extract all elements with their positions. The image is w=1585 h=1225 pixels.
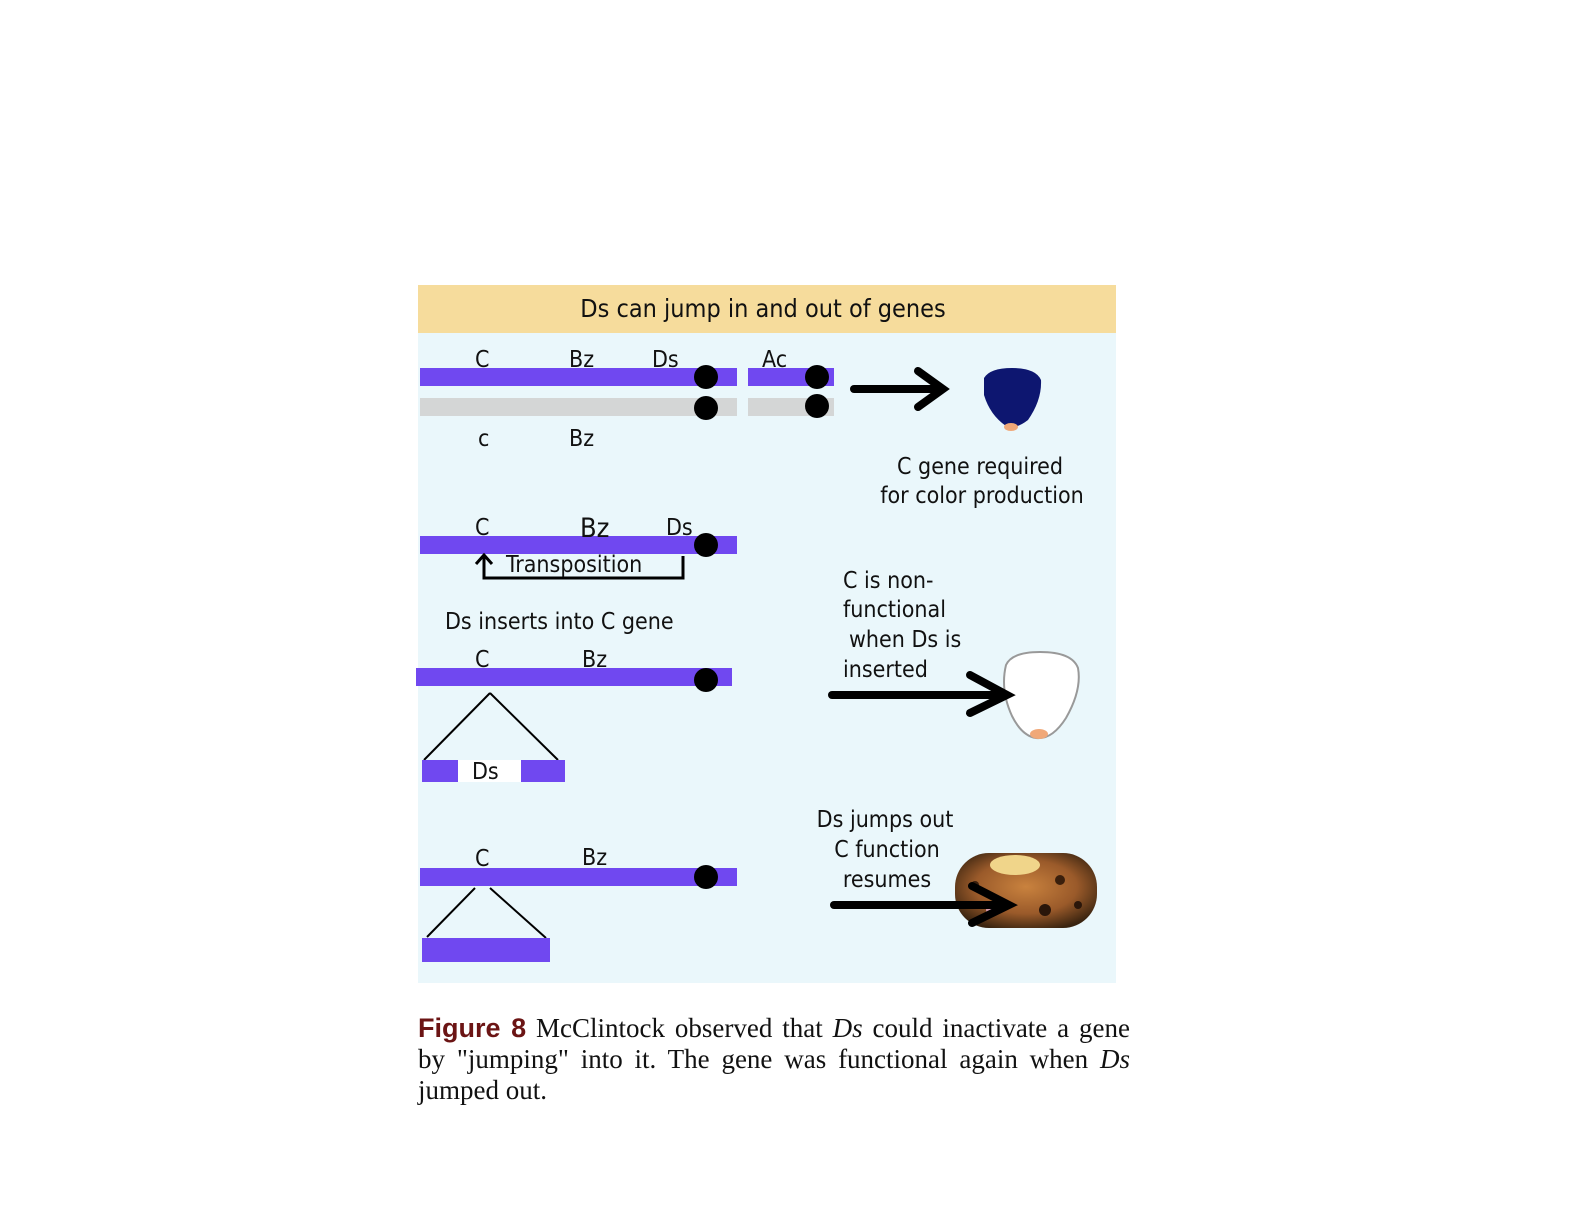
note-line: inserted bbox=[843, 657, 928, 683]
caption-line-2: by "jumping" into it. The gene was funct… bbox=[418, 1044, 1130, 1075]
ds-insert-label: Ds bbox=[472, 759, 499, 785]
excision-lines bbox=[426, 887, 547, 939]
gene-label-ds: Ds bbox=[652, 347, 679, 373]
gene-label-c: C bbox=[475, 515, 489, 541]
note-line: functional bbox=[843, 597, 946, 623]
note-line: C is non- bbox=[843, 568, 933, 594]
gene-label-bz: Bz bbox=[582, 647, 607, 673]
homolog-bar bbox=[420, 398, 737, 416]
arrow-icon bbox=[850, 367, 950, 411]
note-line: C gene required bbox=[897, 454, 1063, 480]
centromere bbox=[805, 394, 829, 418]
caption-line-1: Figure 8 McClintock observed that Ds cou… bbox=[418, 1013, 1130, 1044]
restored-gene-segment bbox=[422, 938, 550, 962]
figure-label: Figure 8 bbox=[418, 1013, 527, 1043]
gene-label-c: C bbox=[475, 647, 489, 673]
centromere bbox=[694, 365, 718, 389]
centromere bbox=[694, 865, 718, 889]
note-line: when Ds is bbox=[849, 627, 961, 653]
gene-label-c: C bbox=[475, 846, 489, 872]
caption-italic: Ds bbox=[832, 1013, 863, 1043]
centromere bbox=[694, 533, 718, 557]
gene-segment bbox=[521, 760, 565, 782]
gene-label-bz: Bz bbox=[569, 347, 594, 373]
kernel-spotted-icon bbox=[955, 853, 1097, 928]
arrow-icon bbox=[828, 671, 1016, 717]
figure-caption: Figure 8 McClintock observed that Ds cou… bbox=[418, 1013, 1130, 1106]
note-line: Ds jumps out bbox=[817, 807, 954, 833]
row3-heading: Ds inserts into C gene bbox=[445, 609, 674, 635]
kernel-colorless-icon bbox=[1003, 650, 1080, 740]
caption-italic: Ds bbox=[1099, 1044, 1130, 1074]
transposition-bracket bbox=[474, 552, 685, 580]
caption-text: McClintock observed that bbox=[526, 1013, 833, 1043]
kernel-embryo bbox=[1030, 729, 1048, 739]
chromosome-bar bbox=[416, 668, 732, 686]
panel-title: Ds can jump in and out of genes bbox=[580, 294, 945, 323]
gene-label-bz: Bz bbox=[569, 426, 594, 452]
gene-label-c: C bbox=[475, 347, 489, 373]
chromosome-bar bbox=[420, 368, 737, 386]
insertion-lines bbox=[423, 692, 559, 761]
note-line: for color production bbox=[880, 483, 1084, 509]
gene-label-ac: Ac bbox=[762, 347, 787, 373]
centromere bbox=[805, 365, 829, 389]
panel-header bbox=[418, 285, 1116, 333]
caption-text: by "jumping" into it. The gene was funct… bbox=[418, 1044, 1100, 1074]
arrow-icon bbox=[830, 882, 1018, 927]
kernel-embryo bbox=[1004, 423, 1018, 431]
chromosome-bar bbox=[420, 536, 737, 554]
row1-chromosomes: C Bz Ds Ac c Bz bbox=[420, 347, 834, 452]
caption-text: could inactivate a gene bbox=[862, 1013, 1130, 1043]
note-line: resumes bbox=[843, 867, 931, 893]
ds-insert bbox=[458, 760, 521, 782]
kernel-colored-icon bbox=[984, 368, 1042, 428]
note-line: C function bbox=[834, 837, 940, 863]
gene-label-bz: Bz bbox=[582, 845, 607, 871]
chromosome-bar bbox=[420, 868, 737, 886]
gene-label-c-recessive: c bbox=[478, 426, 489, 452]
gene-segment bbox=[422, 760, 458, 782]
centromere bbox=[694, 668, 718, 692]
caption-line-3: jumped out. bbox=[418, 1075, 547, 1105]
transposition-label: Transposition bbox=[505, 552, 642, 578]
gene-label-ds: Ds bbox=[666, 515, 693, 541]
gene-label-bz: Bz bbox=[580, 513, 609, 544]
centromere bbox=[694, 396, 718, 420]
